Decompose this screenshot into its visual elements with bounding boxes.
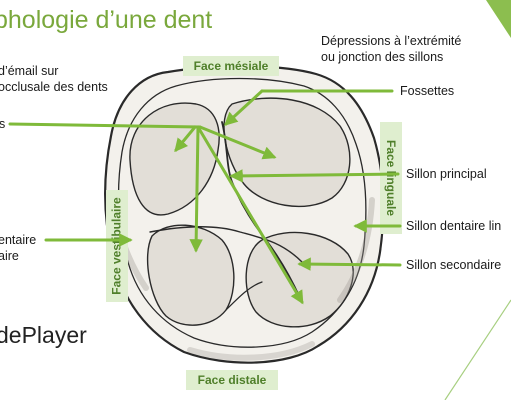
label-depressions: Dépressions à l’extrémité ou jonction de… xyxy=(321,33,461,65)
face-linguale-label: Face linguale xyxy=(380,122,402,234)
label-email: d’émail sur occlusale des dents xyxy=(0,63,108,95)
corner-line-bottom xyxy=(444,299,511,400)
slide-title: phologie d’une dent xyxy=(0,6,213,34)
label-fosses: s xyxy=(0,117,6,131)
label-fossettes: Fossettes xyxy=(400,84,455,98)
arrow-fosses-line xyxy=(8,122,202,129)
arrow-sillon-principal xyxy=(229,169,400,183)
arrow-fosse-4 xyxy=(196,125,304,305)
label-sillon-secondaire: Sillon secondaire xyxy=(406,258,502,272)
face-distale-label: Face distale xyxy=(186,370,278,390)
shading-right xyxy=(337,197,375,303)
corner-accent-top xyxy=(486,0,511,38)
arrow-fosse-1 xyxy=(174,125,197,153)
face-vestibulaire-label: Face vestibulaire xyxy=(106,190,128,302)
label-sillon-dentaire: Sillon dentaire lin xyxy=(406,219,502,233)
shading-bottom xyxy=(187,341,315,361)
arrow-fossettes xyxy=(224,89,264,126)
label-sillon-vestibulaire-line2: aire xyxy=(0,249,19,263)
label-depressions-line2: ou jonction des sillons xyxy=(321,50,444,64)
arrow-sillon-secondaire xyxy=(297,257,402,271)
groove-secondary xyxy=(149,226,303,263)
watermark-player: dePlayer xyxy=(0,322,87,348)
label-depressions-line1: Dépressions à l’extrémité xyxy=(321,34,462,48)
arrow-fosse-2 xyxy=(198,125,277,160)
face-mesiale-label: Face mésiale xyxy=(183,56,279,76)
label-email-line1: d’émail sur xyxy=(0,64,59,78)
cusp-mesio-lingual xyxy=(223,97,351,208)
label-sillon-vestibulaire: entaire aire xyxy=(0,232,36,264)
label-email-line2: occlusale des dents xyxy=(0,80,108,94)
groove-distal xyxy=(225,281,263,311)
arrow-fosse-3 xyxy=(189,125,203,253)
label-sillon-principal: Sillon principal xyxy=(406,167,487,181)
label-sillon-vestibulaire-line1: entaire xyxy=(0,233,37,247)
